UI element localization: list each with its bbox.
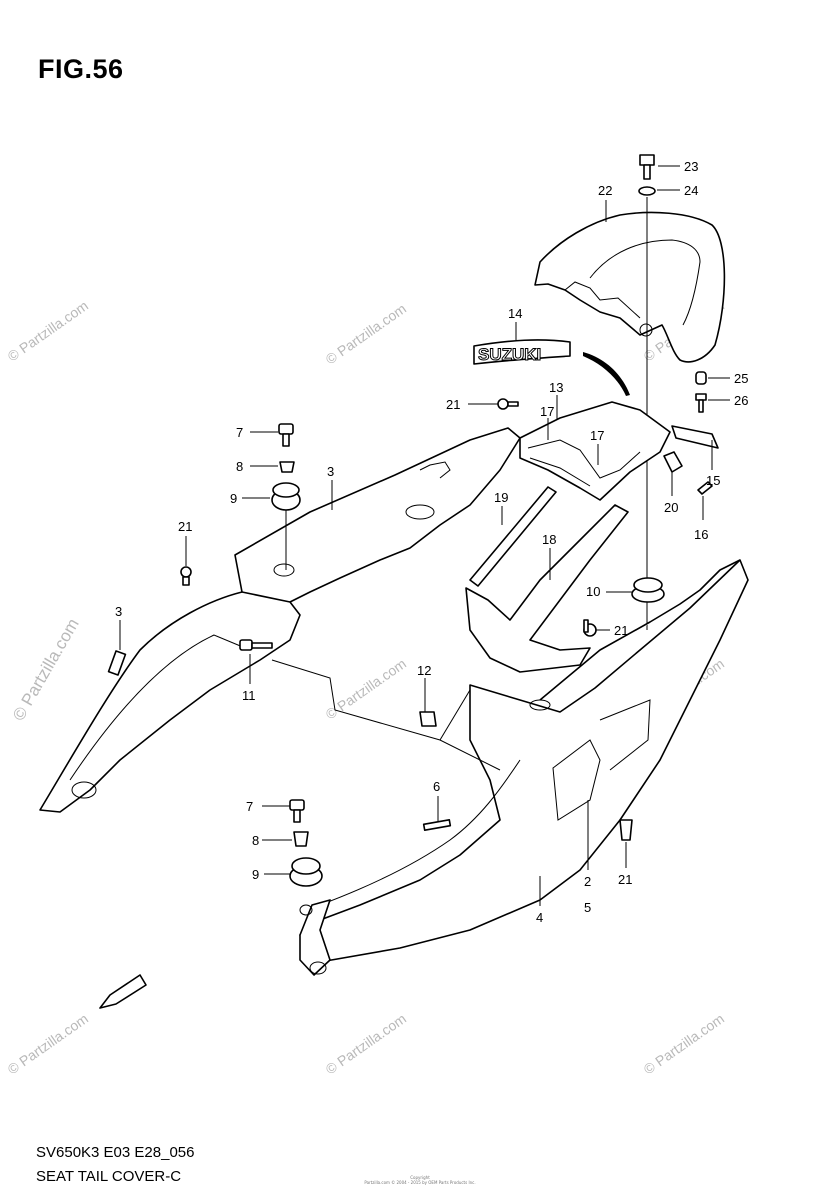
callout-9-lower: 9 (252, 867, 259, 882)
callout-7-lower: 7 (246, 799, 253, 814)
watermark-7: © Partzilla.com (323, 1010, 409, 1077)
model-code: SV650K3 E03 E28_056 (36, 1144, 195, 1161)
bolt-11 (239, 639, 273, 651)
grab-rail-part (534, 211, 726, 363)
watermark-2: © Partzilla.com (323, 300, 409, 367)
callout-5: 5 (584, 900, 591, 915)
watermark-left-vertical: © Partzilla.com (9, 615, 83, 724)
clip-20 (663, 451, 683, 473)
callout-23: 23 (684, 159, 698, 174)
callout-17-left: 17 (540, 404, 554, 419)
callout-12: 12 (417, 663, 431, 678)
callout-13: 13 (549, 380, 563, 395)
callout-labels: 23 24 22 14 25 26 21 13 17 17 15 7 8 9 3… (115, 159, 748, 925)
watermark-1: © Partzilla.com (5, 297, 91, 364)
callout-21-mid: 21 (614, 623, 628, 638)
callout-6: 6 (433, 779, 440, 794)
pad-3 (107, 650, 127, 676)
callout-11: 11 (242, 688, 256, 703)
left-side-cover (39, 427, 521, 813)
callout-3-lower: 3 (115, 604, 122, 619)
tray-18 (465, 504, 629, 673)
fastener-21-right (619, 819, 633, 841)
suzuki-emblem: SUZUKI (473, 339, 630, 396)
copyright-line-2: Partzilla.com © 2004 - 2015 by OEM Parts… (364, 1180, 476, 1185)
leader-lines (119, 165, 730, 906)
callout-22: 22 (598, 183, 612, 198)
collar-25 (695, 371, 707, 385)
copyright-notice: Copyright Partzilla.com © 2004 - 2015 by… (350, 1175, 490, 1185)
fastener-21-left (180, 566, 192, 586)
grommet-10 (631, 577, 665, 603)
pad-6 (422, 818, 452, 832)
callout-19: 19 (494, 490, 508, 505)
grommet-9-upper (271, 482, 301, 511)
callout-7-upper: 7 (236, 425, 243, 440)
callout-8-upper: 8 (236, 459, 243, 474)
nut-8-lower (293, 831, 309, 847)
callout-21-left: 21 (178, 519, 192, 534)
pad-16 (697, 481, 713, 495)
watermark-6: © Partzilla.com (5, 1010, 91, 1077)
figure-title: FIG.56 (38, 54, 124, 84)
watermark-4: © Partzilla.com (323, 655, 409, 722)
callout-10: 10 (586, 584, 600, 599)
watermark-8: © Partzilla.com (641, 1010, 727, 1077)
bolt-7-lower (289, 799, 305, 823)
callout-4: 4 (536, 910, 543, 925)
callout-3-upper: 3 (327, 464, 334, 479)
callout-2: 2 (584, 874, 591, 889)
fwd-arrow: FWD (99, 974, 147, 1009)
callout-8-lower: 8 (252, 833, 259, 848)
washer-24 (638, 186, 656, 196)
callout-26: 26 (734, 393, 748, 408)
callout-25: 25 (734, 371, 748, 386)
callout-9-upper: 9 (230, 491, 237, 506)
callout-17-right: 17 (590, 428, 604, 443)
upper-tail-cover (519, 401, 671, 501)
fastener-21-top (497, 398, 519, 410)
rear-tail-cover (299, 559, 749, 976)
seal-15 (671, 425, 719, 449)
screw-26 (695, 393, 707, 413)
callout-16: 16 (694, 527, 708, 542)
nut-8-upper (279, 461, 295, 473)
bolt-23 (639, 154, 655, 180)
clip-12 (419, 711, 437, 727)
bolt-7-upper (278, 423, 294, 447)
callout-14: 14 (508, 306, 522, 321)
grommet-9-lower (289, 857, 323, 887)
callout-18: 18 (542, 532, 556, 547)
callout-24: 24 (684, 183, 698, 198)
suzuki-logo-text: SUZUKI (478, 345, 541, 364)
callout-20: 20 (664, 500, 678, 515)
callout-21-top: 21 (446, 397, 460, 412)
copyright-line-1: Copyright (410, 1175, 430, 1180)
callout-15: 15 (706, 473, 720, 488)
trim-19 (469, 486, 557, 587)
callout-21-right: 21 (618, 872, 632, 887)
assembly-name: SEAT TAIL COVER-C (36, 1168, 182, 1185)
fastener-21-mid (583, 619, 597, 637)
